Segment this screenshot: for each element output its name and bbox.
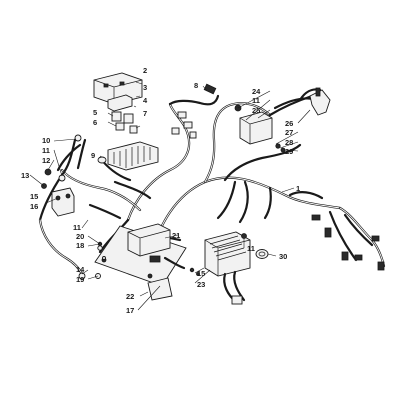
callout-26: 26 <box>285 119 293 128</box>
callout-18: 18 <box>76 241 84 250</box>
callout-24: 24 <box>252 87 261 96</box>
connector-plug <box>311 214 321 221</box>
callout-12: 12 <box>42 156 50 165</box>
callout-22: 22 <box>126 292 134 301</box>
callout-29: 29 <box>285 147 293 156</box>
callout-11-c: 11 <box>247 244 255 253</box>
connector-plug <box>371 235 380 242</box>
callout-2: 2 <box>143 66 147 75</box>
coil-module <box>234 104 286 153</box>
connector-plug <box>377 261 385 271</box>
connector-plug <box>341 251 349 261</box>
callout-19: 19 <box>76 275 84 284</box>
battery-cable <box>38 218 101 280</box>
callout-14: 14 <box>76 265 85 274</box>
connector-plug <box>354 254 363 261</box>
label-tag <box>147 277 173 301</box>
fuse-block-module <box>97 141 159 171</box>
harness-branch-right <box>288 191 385 271</box>
callout-13: 13 <box>21 171 29 180</box>
callout-5: 5 <box>93 108 97 117</box>
callout-8: 8 <box>194 81 198 90</box>
callout-20: 20 <box>76 232 84 241</box>
callout-25: 25 <box>252 106 260 115</box>
callout-11-b: 11 <box>73 223 81 232</box>
callout-28: 28 <box>285 138 293 147</box>
callout-16: 16 <box>30 202 38 211</box>
callout-11-a: 11 <box>42 146 50 155</box>
cdi-module <box>127 223 186 270</box>
callout-7: 7 <box>143 109 147 118</box>
callout-1: 1 <box>296 184 300 193</box>
callout-17: 17 <box>126 306 134 315</box>
voltage-regulator <box>204 231 251 305</box>
fuse-box <box>93 72 143 112</box>
leader-lines <box>29 81 311 311</box>
callout-21: 21 <box>172 231 180 240</box>
callout-4: 4 <box>143 96 148 105</box>
relay-set <box>111 111 138 134</box>
callout-23: 23 <box>197 280 205 289</box>
starter-solenoid <box>51 187 75 217</box>
connector-group-top <box>171 83 217 139</box>
callout-10: 10 <box>42 136 50 145</box>
grommet <box>255 249 269 259</box>
callout-15-a: 15 <box>30 192 38 201</box>
connector-plug <box>324 227 332 238</box>
callout-9: 9 <box>91 151 95 160</box>
callout-15-b: 15 <box>197 269 205 278</box>
callout-3: 3 <box>143 83 147 92</box>
callout-27: 27 <box>285 128 293 137</box>
callout-11-d: 11 <box>252 96 260 105</box>
callout-labels: 2 3 4 7 5 6 8 9 10 11 12 13 15 16 11 18 … <box>21 66 300 315</box>
callout-30: 30 <box>279 252 287 261</box>
spark-plug-lead <box>273 87 331 116</box>
grommet-inner <box>258 251 266 257</box>
callout-6: 6 <box>93 118 97 127</box>
